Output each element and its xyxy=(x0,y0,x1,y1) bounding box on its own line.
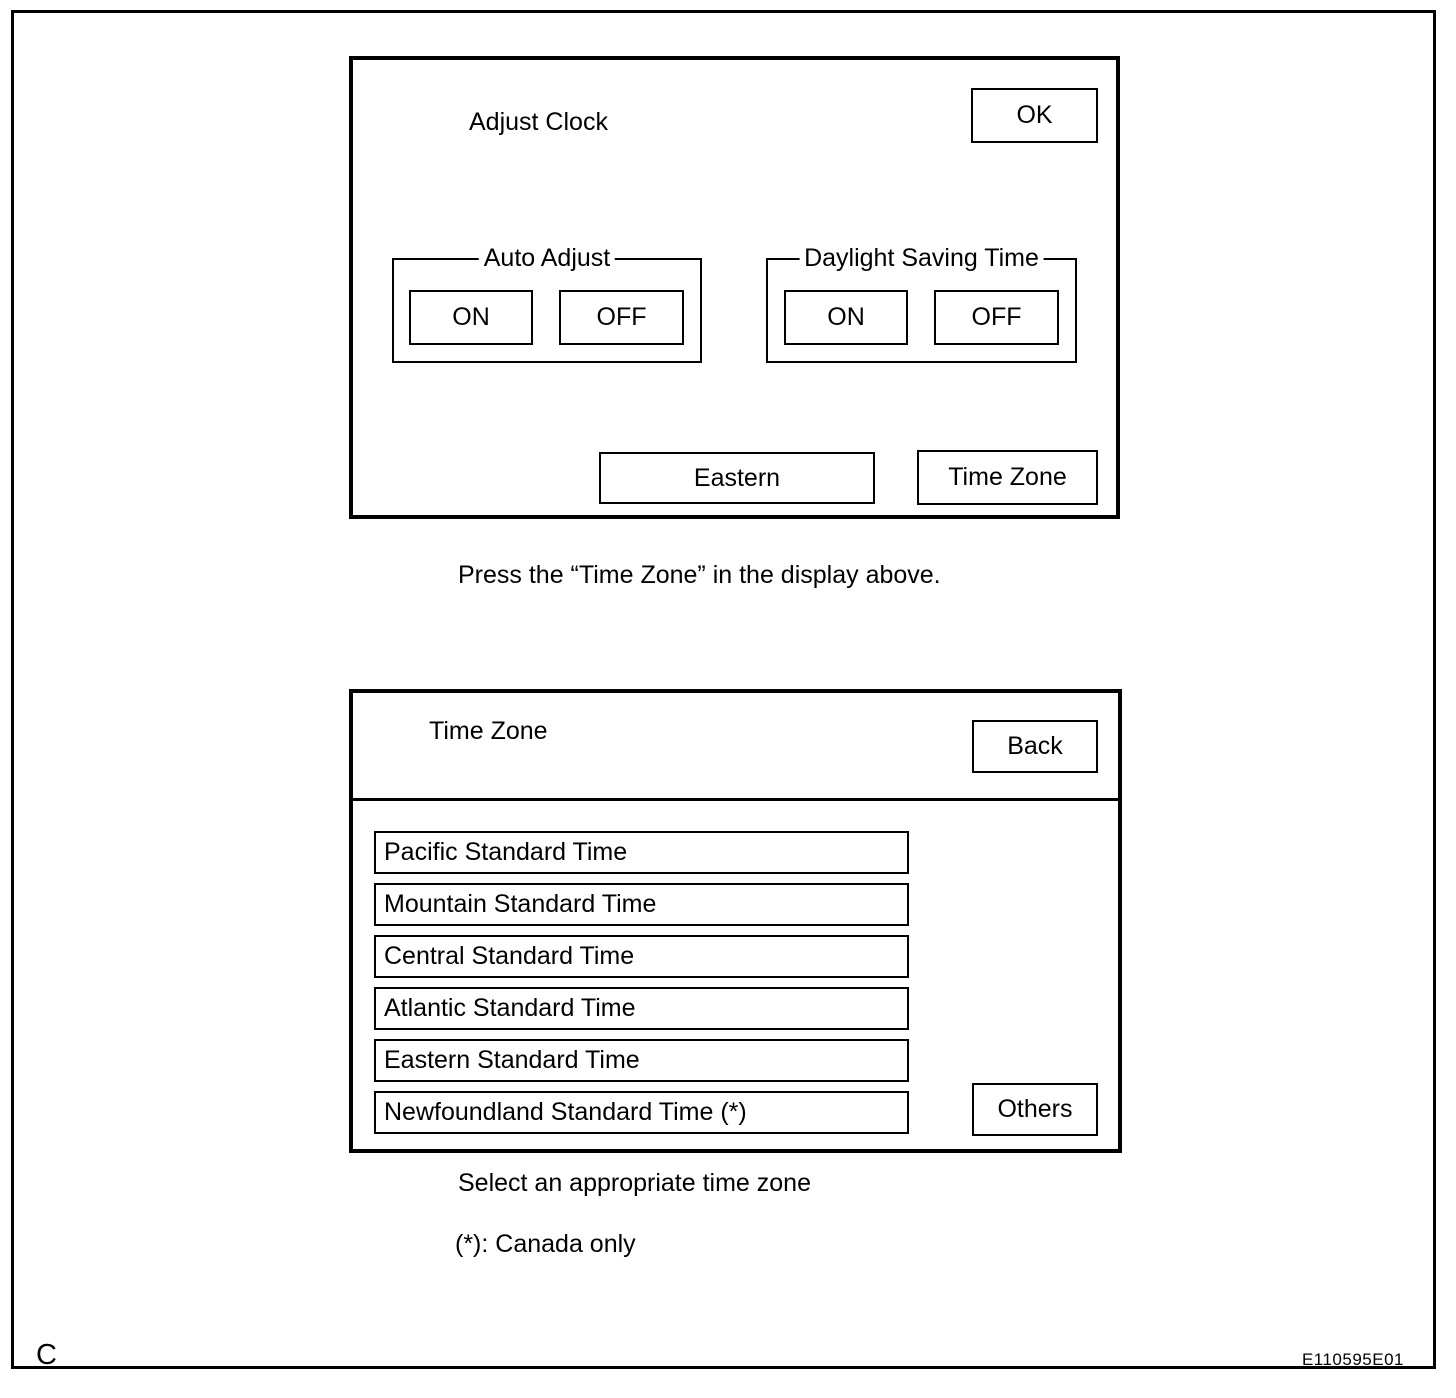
daylight-saving-group-label: Daylight Saving Time xyxy=(799,244,1044,273)
note-canada-only: (*): Canada only xyxy=(455,1230,636,1258)
zone-item-mountain[interactable]: Mountain Standard Time xyxy=(374,883,909,926)
adjust-clock-title: Adjust Clock xyxy=(469,108,608,136)
auto-adjust-group-label: Auto Adjust xyxy=(478,244,616,273)
figure-section-letter: C xyxy=(36,1339,57,1371)
figure-reference-code: E110595E01 xyxy=(1301,1350,1404,1369)
adjust-clock-screen: Adjust Clock OK Auto Adjust ON OFF Dayli… xyxy=(349,56,1120,519)
auto-adjust-off-button[interactable]: OFF xyxy=(559,290,684,345)
zone-item-eastern[interactable]: Eastern Standard Time xyxy=(374,1039,909,1082)
auto-adjust-group: Auto Adjust ON OFF xyxy=(392,244,702,363)
ok-button[interactable]: OK xyxy=(971,88,1098,143)
daylight-saving-on-button[interactable]: ON xyxy=(784,290,908,345)
auto-adjust-on-button[interactable]: ON xyxy=(409,290,533,345)
time-zone-screen: Time Zone Back Pacific Standard Time Mou… xyxy=(349,689,1122,1153)
current-zone-button[interactable]: Eastern xyxy=(599,452,875,504)
daylight-saving-off-button[interactable]: OFF xyxy=(934,290,1059,345)
figure-border-frame: Adjust Clock OK Auto Adjust ON OFF Dayli… xyxy=(11,10,1436,1371)
others-button[interactable]: Others xyxy=(972,1083,1098,1136)
daylight-saving-group: Daylight Saving Time ON OFF xyxy=(766,244,1077,363)
time-zone-title: Time Zone xyxy=(429,717,548,745)
instruction-select-zone: Select an appropriate time zone xyxy=(458,1169,811,1197)
zone-item-pacific[interactable]: Pacific Standard Time xyxy=(374,831,909,874)
time-zone-button[interactable]: Time Zone xyxy=(917,450,1098,505)
zone-item-newfoundland[interactable]: Newfoundland Standard Time (*) xyxy=(374,1091,909,1134)
zone-item-central[interactable]: Central Standard Time xyxy=(374,935,909,978)
back-button[interactable]: Back xyxy=(972,720,1098,773)
zone-item-atlantic[interactable]: Atlantic Standard Time xyxy=(374,987,909,1030)
header-divider xyxy=(353,798,1118,801)
instruction-press-time-zone: Press the “Time Zone” in the display abo… xyxy=(458,561,941,589)
